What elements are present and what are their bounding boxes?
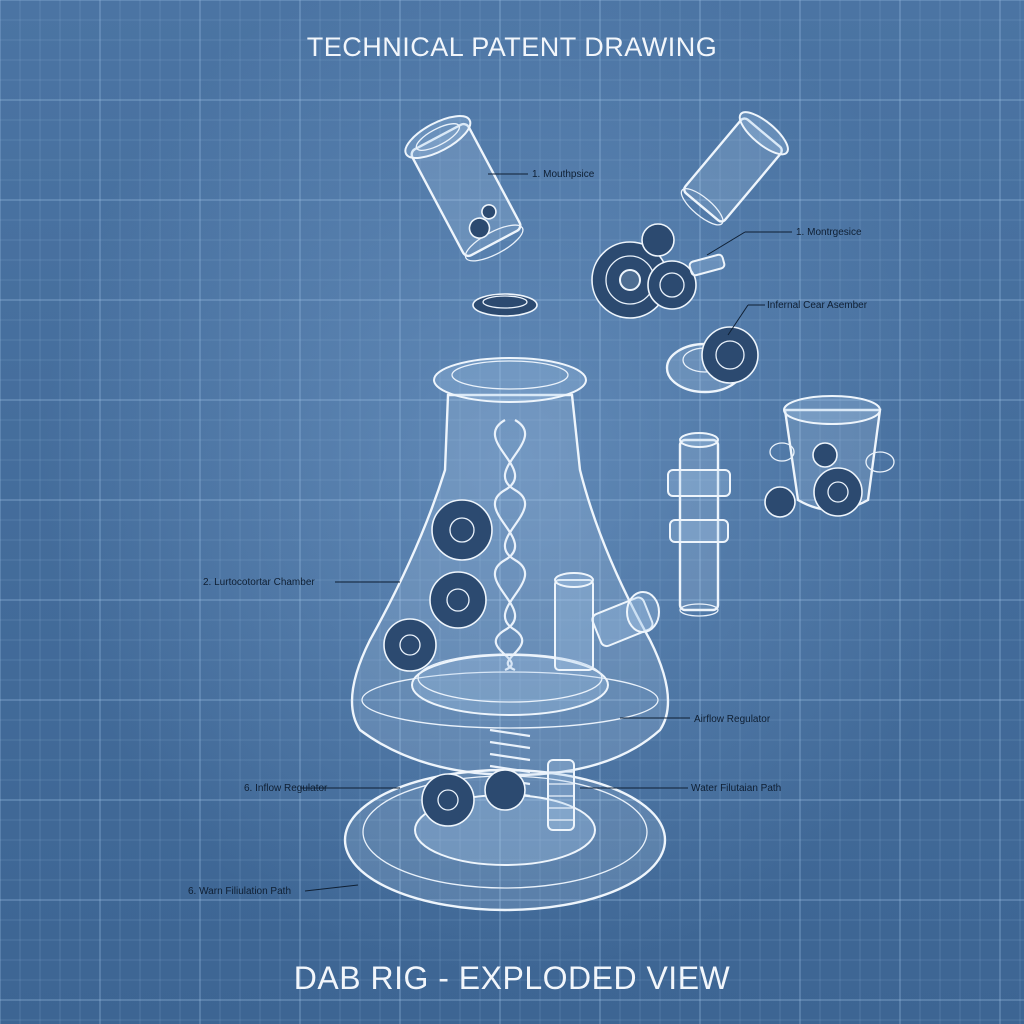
mouthpiece-tube-left xyxy=(404,115,524,262)
bowl-cup-assembly xyxy=(764,395,895,518)
internal-gear-assembly xyxy=(665,326,759,394)
airflow-side-tube xyxy=(591,591,660,648)
label-mouthpiece-2: 1. Montrgesice xyxy=(796,227,862,238)
o-ring xyxy=(472,293,538,317)
inner-platform xyxy=(411,572,609,716)
downstem-tube xyxy=(667,432,731,617)
label-airflow: Airflow Regulator xyxy=(694,714,771,725)
label-water-left: 6. Warn Filiulation Path xyxy=(188,886,291,897)
helix-coil xyxy=(493,419,527,672)
drawing-title: TECHNICAL PATENT DRAWING xyxy=(306,32,718,62)
base-plate xyxy=(343,759,667,912)
label-chamber: 2. Lurtocotortar Chamber xyxy=(203,577,315,588)
chamber-gears xyxy=(383,499,493,672)
drawing-subtitle: DAB RIG - EXPLODED VIEW xyxy=(293,960,731,996)
label-inflow: 6. Inflow Regulator xyxy=(244,783,328,794)
main-flask-body xyxy=(350,357,670,777)
label-mouthpiece-1: 1. Mouthpsice xyxy=(532,169,595,180)
mouthpiece-tube-right xyxy=(680,111,789,226)
gear-cluster-upper xyxy=(591,223,726,319)
label-gear-assembly: Infernal Cear Asember xyxy=(767,300,868,311)
label-water-right: Water Filutaian Path xyxy=(691,783,781,794)
leader-lines xyxy=(300,173,792,892)
